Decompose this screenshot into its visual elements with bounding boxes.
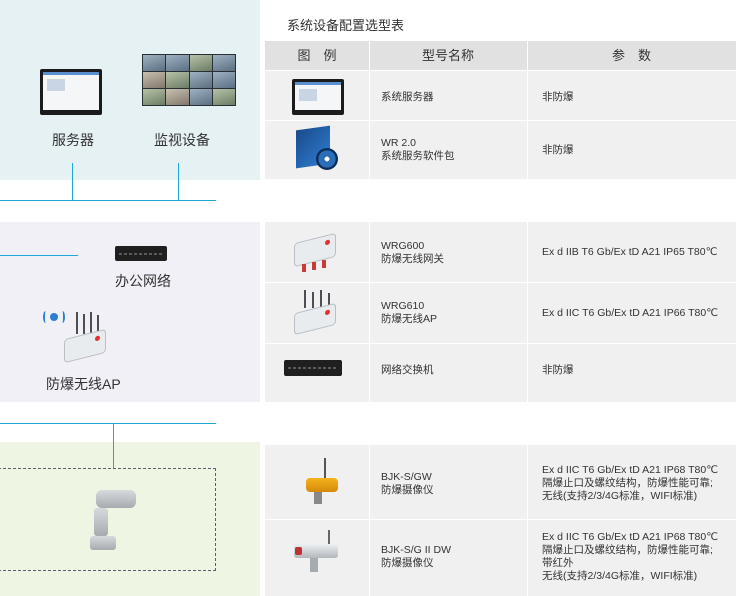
server-monitor-icon — [292, 79, 344, 115]
row-params: 非防爆 — [542, 91, 574, 103]
table-header: 图 例 型号名称 参 数 — [265, 41, 736, 70]
header-legend: 图 例 — [297, 48, 337, 63]
row-model-name: WRG600 防爆无线网关 — [381, 240, 444, 265]
wireless-ap-label: 防爆无线AP — [46, 376, 121, 392]
row-model-name: BJK-S/GW 防爆摄像仪 — [381, 471, 434, 496]
camera-bus-line — [0, 423, 216, 424]
software-package-icon — [296, 125, 344, 174]
wireless-gateway-icon — [290, 230, 344, 274]
office-network-line — [0, 255, 78, 256]
header-model: 型号名称 — [421, 48, 474, 63]
camera-connector — [113, 423, 114, 468]
table-band-network — [265, 222, 736, 402]
row-params: Ex d IIC T6 Gb/Ex tD A21 IP68 T80℃ 隔爆止口及… — [542, 531, 718, 582]
camera-zone-frame — [0, 468, 216, 571]
row-params: 非防爆 — [542, 144, 574, 156]
table-band-camera — [265, 445, 736, 596]
network-switch-icon — [284, 360, 342, 376]
wireless-ap-icon — [58, 312, 108, 364]
table-title: 系统设备配置选型表 — [287, 18, 405, 33]
header-params: 参 数 — [611, 48, 651, 63]
row-model-name: WR 2.0 系统服务软件包 — [381, 137, 455, 162]
row-params: Ex d IIC T6 Gb/Ex tD A21 IP66 T80℃ — [542, 307, 718, 319]
monitor-connector — [178, 163, 179, 200]
explosion-proof-camera-icon — [300, 458, 344, 508]
wireless-ap-icon — [290, 290, 344, 336]
server-connector — [72, 163, 73, 200]
row-model-name: 系统服务器 — [381, 91, 434, 103]
pan-tilt-camera-icon — [88, 486, 138, 554]
wireless-signal-icon — [40, 310, 68, 324]
server-label: 服务器 — [52, 132, 94, 148]
network-switch-icon — [115, 246, 167, 261]
infrared-camera-icon — [290, 530, 344, 580]
row-params: 非防爆 — [542, 364, 574, 376]
office-network-label: 办公网络 — [115, 273, 171, 289]
row-params: Ex d IIC T6 Gb/Ex tD A21 IP68 T80℃ 隔爆止口及… — [542, 464, 718, 502]
row-model-name: BJK-S/G II DW 防爆摄像仪 — [381, 544, 452, 569]
row-model-name: WRG610 防爆无线AP — [381, 300, 438, 325]
monitor-label: 监视设备 — [154, 132, 210, 148]
row-model-name: 网络交换机 — [381, 364, 434, 376]
row-params: Ex d IIB T6 Gb/Ex tD A21 IP65 T80℃ — [542, 246, 718, 258]
server-monitor-icon — [40, 69, 102, 115]
video-wall-icon — [142, 54, 236, 106]
server-bus-line — [0, 200, 216, 201]
